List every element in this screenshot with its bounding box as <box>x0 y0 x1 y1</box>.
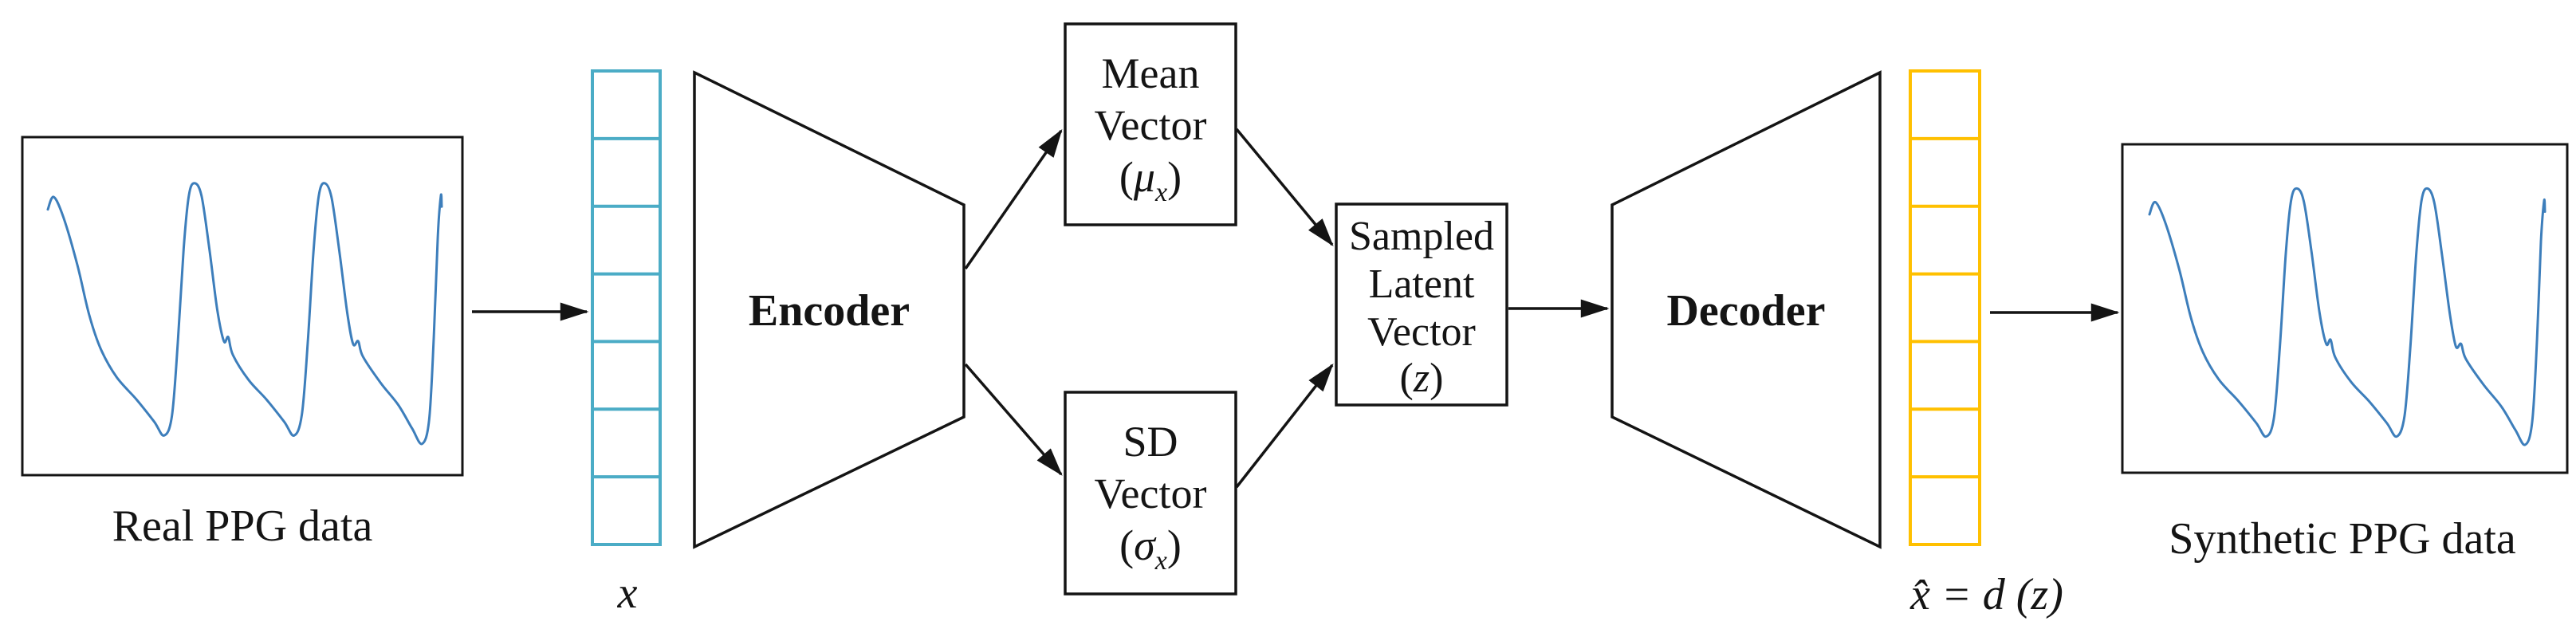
real-ppg-frame <box>21 136 464 477</box>
output-vector <box>1909 69 1981 546</box>
synthetic-ppg-panel: Synthetic PPG data <box>2121 143 2569 564</box>
output-vector-label: x̂ = d (z) <box>1909 570 2063 619</box>
encoder-label: Encoder <box>749 286 910 336</box>
synthetic-ppg-frame <box>2121 143 2569 474</box>
encoder-trapezoid <box>693 70 966 549</box>
sd-vector-symbol: (σx) <box>1119 521 1182 576</box>
real-ppg-waveform <box>46 182 443 446</box>
mean-vector-line2: Vector <box>1095 101 1207 149</box>
decoder-label: Decoder <box>1666 286 1825 336</box>
arrow-sd-to-latent <box>1235 363 1334 489</box>
arrow-encoder-to-sd <box>964 363 1063 476</box>
arrow-mean-to-latent <box>1235 128 1334 246</box>
mean-vector-box: Mean Vector (μx) <box>1064 22 1237 226</box>
synthetic-ppg-label: Synthetic PPG data <box>2169 514 2516 564</box>
mean-vector-symbol: (μx) <box>1119 153 1182 207</box>
decoder-trapezoid <box>1610 70 1882 549</box>
sd-vector-box: SD Vector (σx) <box>1064 391 1237 596</box>
input-vector <box>591 69 662 546</box>
latent-vector-line1: Sampled <box>1349 214 1494 259</box>
latent-vector-symbol: (z) <box>1400 356 1444 401</box>
sd-vector-frame <box>1064 391 1237 596</box>
latent-vector-line2: Latent <box>1369 261 1475 307</box>
sd-vector-line2: Vector <box>1095 470 1207 517</box>
mean-vector-line1: Mean <box>1102 49 1200 97</box>
decoder-block: Decoder <box>1610 70 1882 549</box>
latent-vector-frame <box>1335 202 1508 407</box>
vector-outline <box>1909 69 1981 546</box>
mean-vector-frame <box>1064 22 1237 226</box>
real-ppg-panel: Real PPG data <box>21 136 464 551</box>
sd-vector-line1: SD <box>1123 418 1178 466</box>
latent-vector-line3: Vector <box>1367 309 1476 355</box>
encoder-block: Encoder <box>693 70 966 549</box>
synthetic-ppg-waveform <box>2148 187 2547 446</box>
real-ppg-label: Real PPG data <box>112 501 373 551</box>
latent-vector-box: Sampled Latent Vector (z) <box>1335 202 1508 407</box>
vector-outline <box>591 69 662 546</box>
input-vector-label: x <box>617 568 638 618</box>
arrow-encoder-to-mean <box>964 128 1063 269</box>
